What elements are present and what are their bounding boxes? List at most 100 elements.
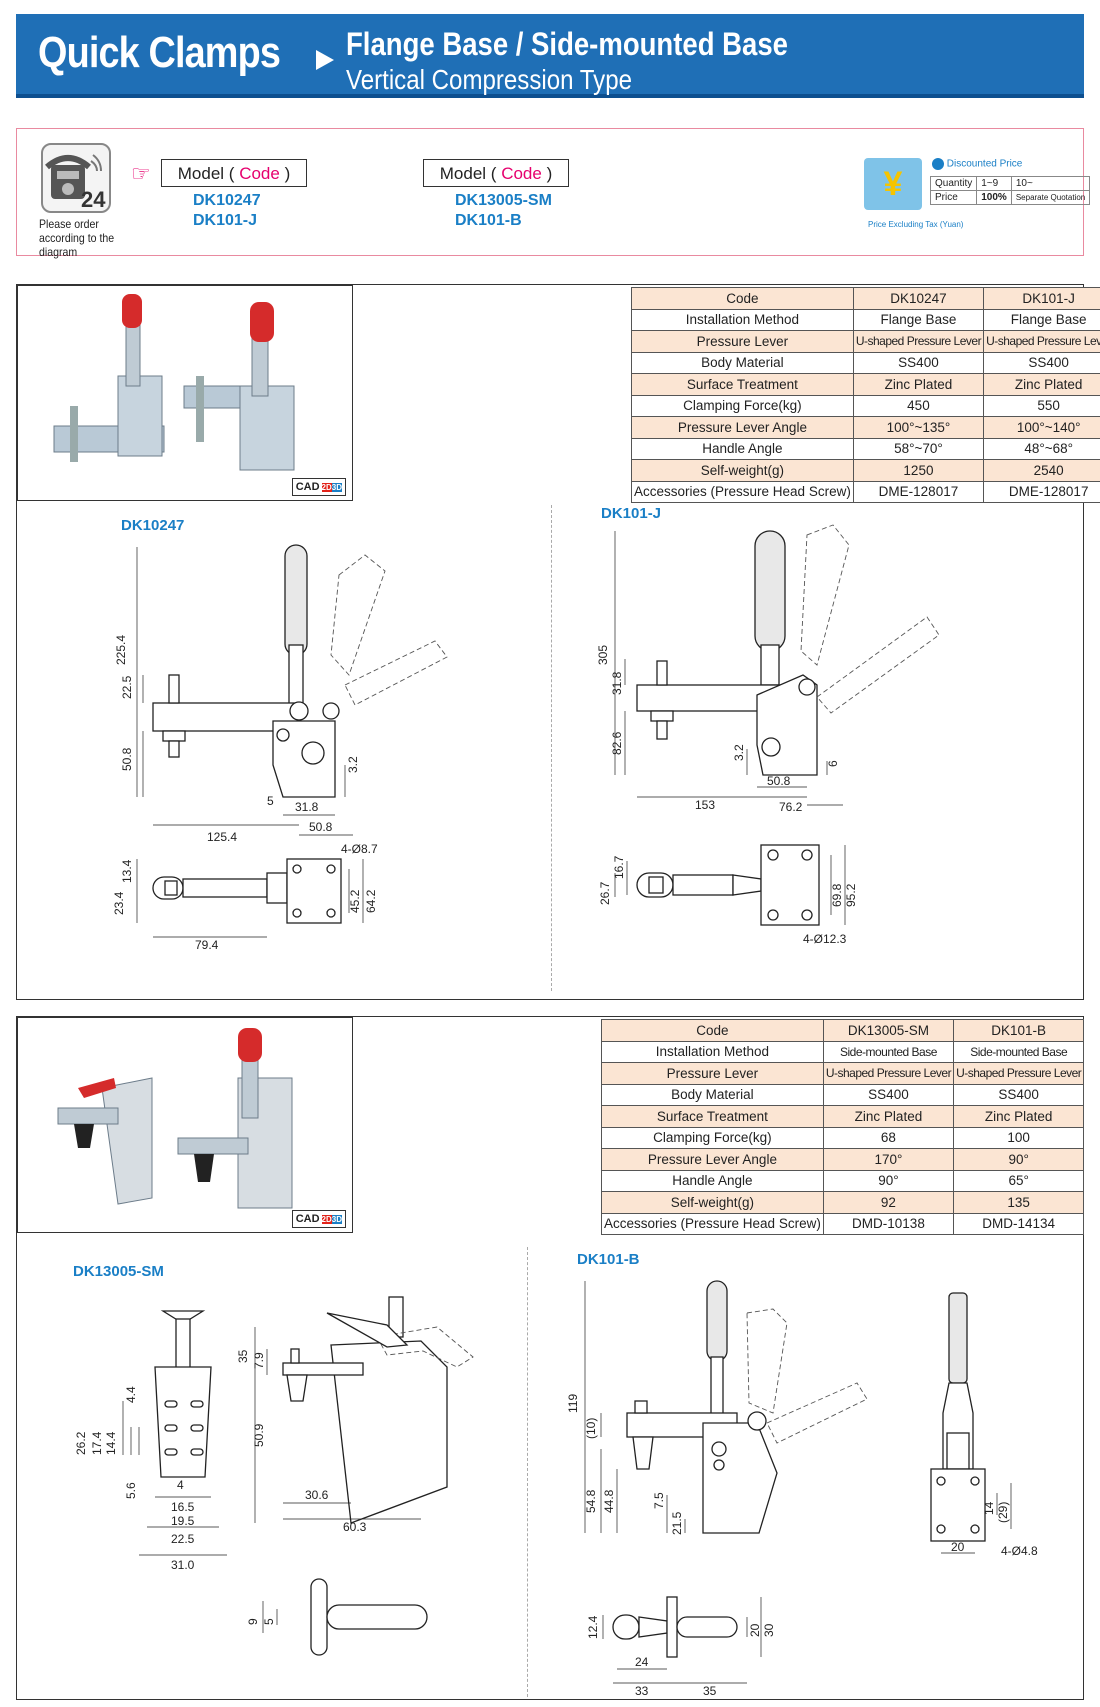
- dim-label: 16.7: [612, 855, 626, 879]
- spec-label-cell: Self-weight(g): [601, 1191, 824, 1214]
- dim-label: 125.4: [207, 830, 237, 844]
- spec-label-cell: Installation Method: [601, 1040, 824, 1063]
- dim-label: 9: [246, 1618, 260, 1625]
- drawing-dk13005sm-front: 4.4 26.2 17.4 14.4 5.6 4 16.5 19.5 22.5 …: [74, 1310, 227, 1572]
- drawing-dk101b-front: 14 (29) 20 4-Ø4.8: [930, 1292, 1038, 1558]
- drawing-dk101j-top: 16.7 26.7 69.8 95.2 4-Ø12.3: [598, 844, 858, 946]
- dim-label: 5: [267, 794, 274, 808]
- spec-header-cell: DK13005-SM: [822, 1019, 955, 1042]
- drawing-dk10247-top: 13.4 23.4 79.4 4-Ø8.7 45.2 64.2: [112, 842, 378, 952]
- spec-label-cell: Pressure Lever: [601, 1062, 824, 1085]
- price-badge: Discounted Price: [946, 158, 1023, 170]
- spec-label-cell: Handle Angle: [631, 437, 854, 460]
- spec-value-cell: 48°~68°: [983, 437, 1100, 460]
- dim-label: 31.0: [171, 1558, 195, 1572]
- order-info-panel: 24 Please order according to the diagram…: [16, 128, 1084, 259]
- drawing-label-dk10247: DK10247: [121, 517, 185, 534]
- spec-value-cell: Side-mounted Base: [822, 1040, 955, 1063]
- drawing-dk13005sm-side: 35 7.9 50.9 30.6 60.3: [236, 1296, 474, 1534]
- page-title: Quick Clamps: [38, 28, 281, 77]
- dim-label: 44.8: [602, 1489, 616, 1513]
- spec-label-cell: Pressure Lever Angle: [601, 1148, 824, 1171]
- spec-value-cell: 58°~70°: [852, 437, 985, 460]
- spec-label-cell: Pressure Lever Angle: [631, 416, 854, 439]
- spec-value-cell: 450: [852, 394, 985, 417]
- spec-value-cell: 68: [822, 1126, 955, 1149]
- dim-label: 35: [703, 1684, 717, 1698]
- dim-label: 22.5: [171, 1532, 195, 1546]
- dim-label: 4: [177, 1478, 184, 1492]
- spec-header-cell: DK10247: [852, 287, 985, 310]
- spec-label-cell: Installation Method: [631, 308, 854, 331]
- order-note: Please order according to the diagram: [39, 217, 115, 259]
- dim-label: 5: [262, 1618, 276, 1625]
- spec-row: Accessories (Pressure Head Screw)DME-128…: [631, 480, 1100, 503]
- spec-value-cell: 92: [822, 1191, 955, 1214]
- spec-label-cell: Accessories (Pressure Head Screw): [601, 1212, 824, 1235]
- spec-value-cell: Zinc Plated: [852, 373, 985, 396]
- spec-value-cell: 1250: [852, 459, 985, 482]
- spec-label-cell: Surface Treatment: [631, 373, 854, 396]
- spec-value-cell: SS400: [953, 1083, 1085, 1106]
- dim-label: 33: [635, 1684, 649, 1698]
- spec-value-cell: DMD-14134: [953, 1212, 1085, 1235]
- drawing-label-dk101j: DK101-J: [601, 505, 662, 522]
- model-code-dk101j: DK101-J: [193, 212, 258, 229]
- spec-label-cell: Clamping Force(kg): [601, 1126, 824, 1149]
- spec-value-cell: 170°: [822, 1148, 955, 1171]
- spec-header-cell: DK101-B: [953, 1019, 1085, 1042]
- spec-value-cell: U-shaped Pressure Lever: [953, 1062, 1085, 1085]
- spec-value-cell: Side-mounted Base: [953, 1040, 1085, 1063]
- spec-header-cell: DK101-J: [983, 287, 1100, 310]
- spec-value-cell: U-shaped Pressure Lever: [983, 330, 1100, 353]
- dim-label: 50.8: [309, 820, 333, 834]
- dim-label: 4-Ø8.7: [341, 842, 378, 856]
- svg-text:24: 24: [81, 187, 106, 211]
- dim-label: 7.9: [252, 1352, 266, 1369]
- dim-label: 82.6: [610, 731, 624, 755]
- pointing-hand-icon: ☞: [131, 161, 151, 186]
- spec-value-cell: 90°: [953, 1148, 1085, 1171]
- page-header: Quick Clamps Flange Base / Side-mounted …: [16, 14, 1084, 98]
- dim-label: 16.5: [171, 1500, 195, 1514]
- spec-value-cell: 550: [983, 394, 1100, 417]
- model-code-dk13005sm: DK13005-SM: [455, 192, 552, 209]
- spec-label-cell: Accessories (Pressure Head Screw): [631, 480, 854, 503]
- spec-value-cell: 135: [953, 1191, 1085, 1214]
- dim-label: 50.9: [252, 1423, 266, 1447]
- spec-header-cell: Code: [601, 1019, 824, 1042]
- drawing-label-dk101b: DK101-B: [577, 1251, 640, 1268]
- spec-label-cell: Body Material: [631, 351, 854, 374]
- dim-label: 30: [762, 1623, 776, 1637]
- dim-label: 17.4: [90, 1431, 104, 1455]
- spec-value-cell: SS400: [822, 1083, 955, 1106]
- spec-value-cell: 90°: [822, 1169, 955, 1192]
- dim-label: 26.7: [598, 881, 612, 905]
- dim-label: 50.8: [767, 774, 791, 788]
- spec-label-cell: Surface Treatment: [601, 1105, 824, 1128]
- dim-label: 23.4: [112, 891, 126, 915]
- dim-label: 4-Ø12.3: [803, 932, 847, 946]
- dim-label: 60.3: [343, 1520, 367, 1534]
- dim-label: 3.2: [732, 744, 746, 761]
- spec-value-cell: DME-128017: [852, 480, 985, 503]
- dim-label: 4.4: [124, 1386, 138, 1403]
- spec-value-cell: SS400: [983, 351, 1100, 374]
- dim-label: 12.4: [586, 1615, 600, 1639]
